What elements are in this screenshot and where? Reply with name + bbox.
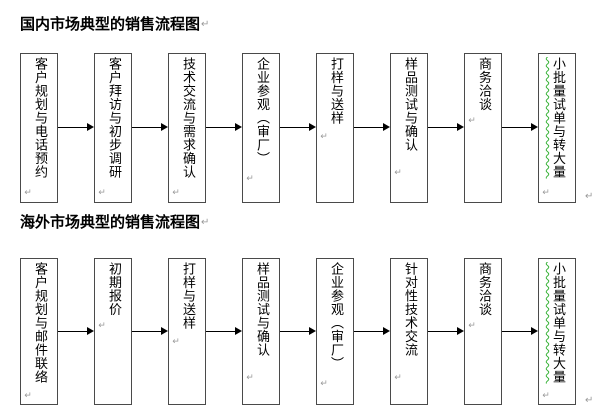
overseas-title-text: 海外市场典型的销售流程图 <box>20 213 201 231</box>
flow-arrow-icon <box>428 327 464 336</box>
pilcrow-icon: ↵ <box>171 188 181 198</box>
pilcrow-icon: ↵ <box>319 379 329 389</box>
flow-arrow-icon <box>58 123 94 132</box>
pilcrow-icon: ↵ <box>171 337 181 347</box>
flow-arrow-icon <box>502 327 538 336</box>
flow-arrow-icon <box>354 123 390 132</box>
flow-step-box[interactable]: 客户规划与电话预约 ↵ <box>20 53 58 203</box>
flow-step-box[interactable]: 小批量试单与转大量 ↵ <box>538 258 576 405</box>
flow-arrow-icon <box>428 123 464 132</box>
flow-step-box[interactable]: 小批量试单与转大量 ↵ <box>538 53 576 203</box>
flow-step-box[interactable]: 企业参观（审厂） ↵ <box>242 53 280 203</box>
pilcrow-icon: ↵ <box>393 168 403 178</box>
pilcrow-icon: ↵ <box>201 19 210 30</box>
flow-arrow-icon <box>354 327 390 336</box>
flow-step-label: 样品测试与确认 <box>402 57 417 152</box>
flow-step-box[interactable]: 商务洽谈 ↵ <box>464 53 502 203</box>
flow-arrow-icon <box>280 123 316 132</box>
flow-step-label: 打样与送样 <box>328 57 343 125</box>
flow-step-box[interactable]: 针对性技术交流 ↵ <box>390 258 428 405</box>
flow-step-label: 小批量试单与转大量 <box>550 57 565 179</box>
pilcrow-icon: ↵ <box>97 188 107 198</box>
pilcrow-icon: ↵ <box>393 373 403 383</box>
domestic-title-text: 国内市场典型的销售流程图 <box>20 15 201 33</box>
flow-step-label: 商务洽谈 <box>476 57 491 111</box>
flow-step-box[interactable]: 样品测试与确认 ↵ <box>390 53 428 203</box>
pilcrow-icon: ↵ <box>97 321 107 331</box>
flow-step-label: 客户规划与邮件联络 <box>32 262 47 384</box>
flow-step-label: 样品测试与确认 <box>254 262 269 357</box>
flow-arrow-icon <box>132 327 168 336</box>
pilcrow-icon: ↵ <box>245 373 255 383</box>
pilcrow-icon: ↵ <box>541 391 551 401</box>
flow-step-box[interactable]: 客户规划与邮件联络 ↵ <box>20 258 58 405</box>
flow-arrow-icon <box>58 327 94 336</box>
pilcrow-icon: ↵ <box>23 188 33 198</box>
flow-arrow-icon <box>206 327 242 336</box>
flow-step-label: 客户拜访与初步调研 <box>106 57 121 179</box>
flow-step-box[interactable]: 企业参观（审厂） ↵ <box>316 258 354 405</box>
flow-step-box[interactable]: 初期报价 ↵ <box>94 258 132 405</box>
flow-arrow-icon <box>280 327 316 336</box>
flow-step-label: 企业参观（审厂） <box>328 262 343 370</box>
flow-step-box[interactable]: 技术交流与需求确认 ↵ <box>168 53 206 203</box>
pilcrow-icon: ↵ <box>585 191 594 202</box>
flow-step-label: 打样与送样 <box>180 262 195 330</box>
flow-step-label: 企业参观（审厂） <box>254 57 269 165</box>
pilcrow-icon: ↵ <box>245 174 255 184</box>
pilcrow-icon: ↵ <box>585 395 594 406</box>
pilcrow-icon: ↵ <box>23 391 33 401</box>
pilcrow-icon: ↵ <box>467 321 477 331</box>
flow-step-label: 技术交流与需求确认 <box>180 57 195 179</box>
flow-step-label: 商务洽谈 <box>476 262 491 316</box>
flow-step-box[interactable]: 样品测试与确认 ↵ <box>242 258 280 405</box>
page-title-overseas: 海外市场典型的销售流程图↵ <box>20 213 209 232</box>
flow-step-box[interactable]: 打样与送样 ↵ <box>168 258 206 405</box>
pilcrow-icon: ↵ <box>201 217 210 228</box>
flow-arrow-icon <box>132 123 168 132</box>
flow-step-label: 初期报价 <box>106 262 121 316</box>
pilcrow-icon: ↵ <box>467 116 477 126</box>
flow-step-box[interactable]: 客户拜访与初步调研 ↵ <box>94 53 132 203</box>
flow-step-box[interactable]: 商务洽谈 ↵ <box>464 258 502 405</box>
flowchart-domestic: 客户规划与电话预约 ↵ 客户拜访与初步调研 ↵ 技术交流与需求确认 ↵ 企业参观… <box>0 53 600 203</box>
flow-step-label: 小批量试单与转大量 <box>550 262 565 384</box>
flow-step-label: 客户规划与电话预约 <box>32 57 47 179</box>
flow-step-label: 针对性技术交流 <box>402 262 417 357</box>
page-title-domestic: 国内市场典型的销售流程图↵ <box>20 15 209 34</box>
pilcrow-icon: ↵ <box>319 132 329 142</box>
flowchart-overseas: 客户规划与邮件联络 ↵ 初期报价 ↵ 打样与送样 ↵ 样品测试与确认 ↵ 企业参… <box>0 258 600 405</box>
pilcrow-icon: ↵ <box>541 188 551 198</box>
flow-arrow-icon <box>206 123 242 132</box>
flow-arrow-icon <box>502 123 538 132</box>
flow-step-box[interactable]: 打样与送样 ↵ <box>316 53 354 203</box>
